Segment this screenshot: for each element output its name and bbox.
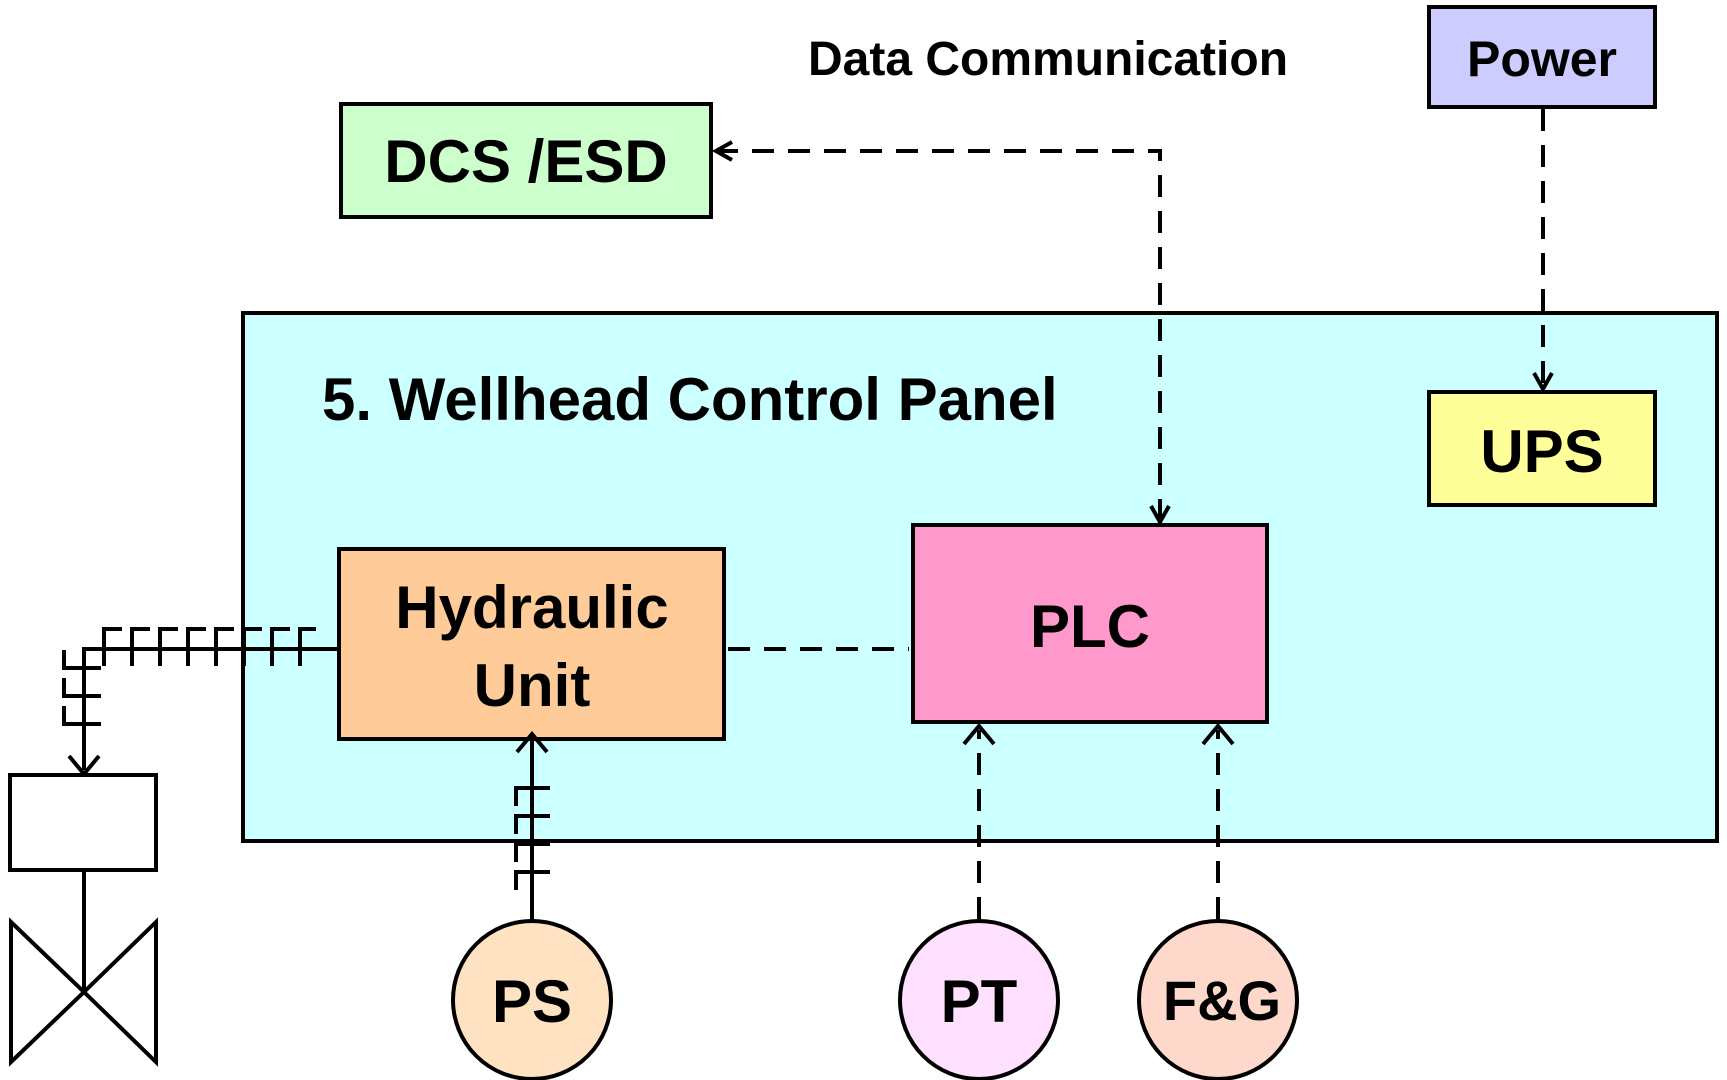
fg-label: F&G [1163, 969, 1281, 1032]
panel-title: 5. Wellhead Control Panel [322, 366, 1058, 433]
fg-instrument [1137, 919, 1299, 1080]
hydraulic-line-ticks-vertical [62, 650, 101, 726]
hydraulic-unit-label-line2: Unit [474, 652, 591, 719]
arrowhead-to-ups [1532, 372, 1554, 394]
arrowhead-fg-to-plc [1201, 722, 1235, 746]
power-box [1427, 5, 1657, 109]
hydraulic-line-ticks-horizontal [102, 627, 316, 666]
ups-label: UPS [1480, 418, 1603, 485]
pt-label: PT [941, 968, 1018, 1035]
hydraulic-unit-label-line1: Hydraulic [395, 574, 668, 641]
valve-icon [8, 773, 158, 1067]
data-communication-label: Data Communication [808, 33, 1288, 86]
arrowhead-to-plc-top [1149, 505, 1171, 527]
valve-body [9, 917, 158, 1067]
arrowhead-pt-to-plc [962, 722, 996, 746]
ps-label: PS [492, 968, 572, 1035]
pt-instrument [898, 919, 1060, 1080]
arrowhead-to-hydraulic [515, 730, 549, 754]
plc-label: PLC [1030, 593, 1150, 660]
dcs-esd-label: DCS /ESD [384, 128, 667, 195]
plc-box [911, 523, 1269, 724]
hydraulic-line-to-valve [82, 647, 337, 770]
power-label: Power [1467, 31, 1617, 87]
ps-instrument [451, 919, 613, 1080]
dcs-esd-box [339, 102, 713, 219]
dcs-plc-data-link [716, 149, 1162, 518]
ups-box [1427, 390, 1657, 507]
arrowhead-to-dcs [711, 140, 733, 162]
valve-actuator [8, 773, 158, 872]
ps-hydraulic-link-ticks [514, 786, 550, 890]
